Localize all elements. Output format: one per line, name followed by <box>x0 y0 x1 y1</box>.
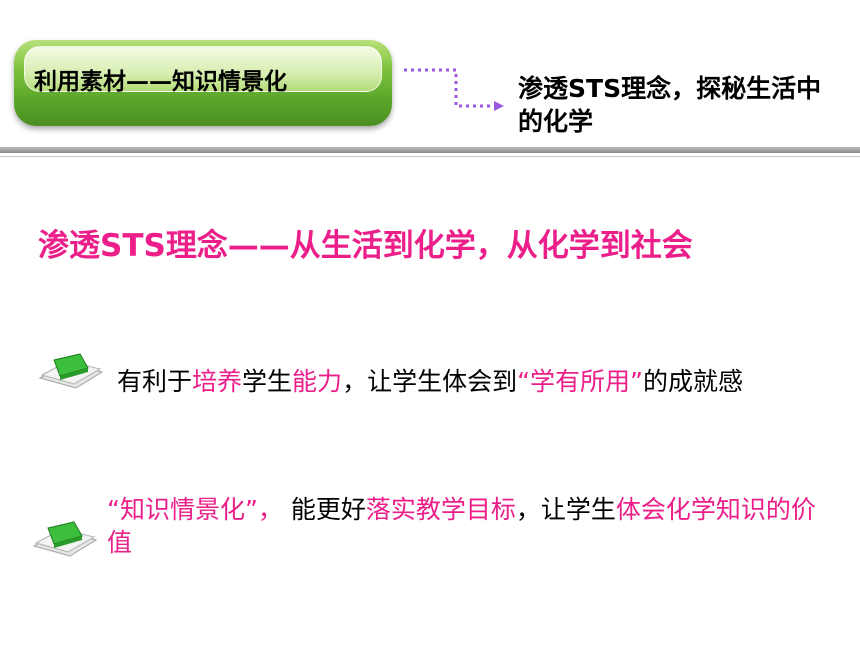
pill-label: 利用素材——知识情景化 <box>34 69 287 95</box>
side-note: 渗透STS理念，探秘生活中的化学 <box>518 72 828 138</box>
bullet-1-text: 有利于培养学生能力，让学生体会到“学有所用”的成就感 <box>117 365 842 398</box>
side-note-part-1: 渗透 <box>518 74 569 103</box>
b1-seg-2: 学生 <box>242 367 293 396</box>
b1-seg-3: 能力 <box>292 367 343 396</box>
b1-seg-0: 有利于 <box>117 367 193 396</box>
b2-seg-1: 能更好 <box>282 495 366 524</box>
b2-seg-2: 落实教学目标 <box>365 495 516 524</box>
heading-part-1: 渗透 <box>38 228 100 264</box>
bullet-2-text: “知识情景化”， 能更好落实教学目标，让学生体会化学知识的价值 <box>107 493 827 559</box>
slide-heading: 渗透STS理念——从生活到化学，从化学到社会 <box>38 220 693 265</box>
b1-seg-6: 的成就感 <box>642 367 743 396</box>
header-divider-thin <box>0 156 860 157</box>
title-pill-highlight <box>24 46 382 92</box>
b1-seg-1: 培养 <box>192 367 243 396</box>
side-note-part-3: 理念，探秘生活中的化学 <box>518 74 822 136</box>
heading-part-3: 理念——从生活到化学，从化学到社会 <box>165 228 693 264</box>
heading-sts: STS <box>100 228 166 264</box>
b2-seg-4: 体会化学知识的价值 <box>107 495 816 557</box>
green-stack-bullet-icon <box>32 521 98 557</box>
b1-seg-4: ，让学生体会到 <box>342 367 518 396</box>
dotted-arrow-icon <box>404 68 504 111</box>
title-pill <box>14 40 392 126</box>
b2-seg-3: ，让学生 <box>515 495 616 524</box>
side-note-sts: STS <box>568 74 622 103</box>
b1-seg-5: “学有所用” <box>517 367 643 396</box>
green-stack-bullet-icon <box>38 353 104 389</box>
header-divider <box>0 147 860 153</box>
b2-seg-0: “知识情景化”， <box>107 495 283 524</box>
